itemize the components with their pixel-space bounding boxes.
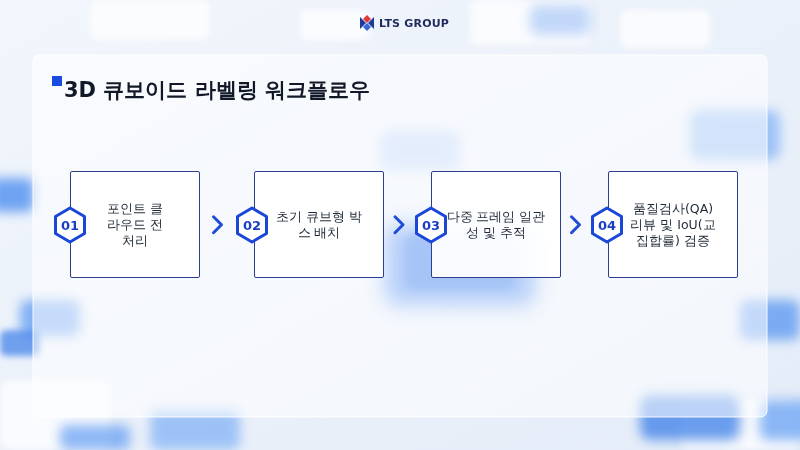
process-box: 초기 큐브형 박스 배치 xyxy=(254,171,384,278)
logo-icon xyxy=(360,15,374,31)
process-box: 포인트 클라우드 전처리 xyxy=(70,171,200,278)
step-number: 03 xyxy=(422,218,440,233)
step-number: 01 xyxy=(61,218,79,233)
step-label: 품질검사(QA) 리뷰 및 IoU(교집합률) 검증 xyxy=(629,201,717,249)
step-number-badge: 04 xyxy=(590,206,624,244)
step-number: 02 xyxy=(243,218,261,233)
logo-text: LTS GROUP xyxy=(379,17,449,30)
step-label: 초기 큐브형 박스 배치 xyxy=(275,209,363,241)
step-number: 04 xyxy=(598,218,616,233)
step-number-badge: 03 xyxy=(414,206,448,244)
step-number-badge: 02 xyxy=(235,206,269,244)
diagram-title: 3D 큐보이드 라벨링 워크플로우 xyxy=(64,76,370,104)
flow-chevron xyxy=(572,217,580,233)
step-number-badge: 01 xyxy=(53,206,87,244)
glass-panel xyxy=(33,55,767,417)
step-label: 포인트 클라우드 전처리 xyxy=(104,201,166,249)
process-box: 품질검사(QA) 리뷰 및 IoU(교집합률) 검증 xyxy=(608,171,738,278)
title-marker xyxy=(52,76,62,86)
process-box: 다중 프레임 일관성 및 추적 xyxy=(431,171,561,278)
flow-chevron xyxy=(214,217,222,233)
flow-chevron xyxy=(395,217,403,233)
step-label: 다중 프레임 일관성 및 추적 xyxy=(444,209,548,241)
blurred-cubes xyxy=(0,5,800,450)
